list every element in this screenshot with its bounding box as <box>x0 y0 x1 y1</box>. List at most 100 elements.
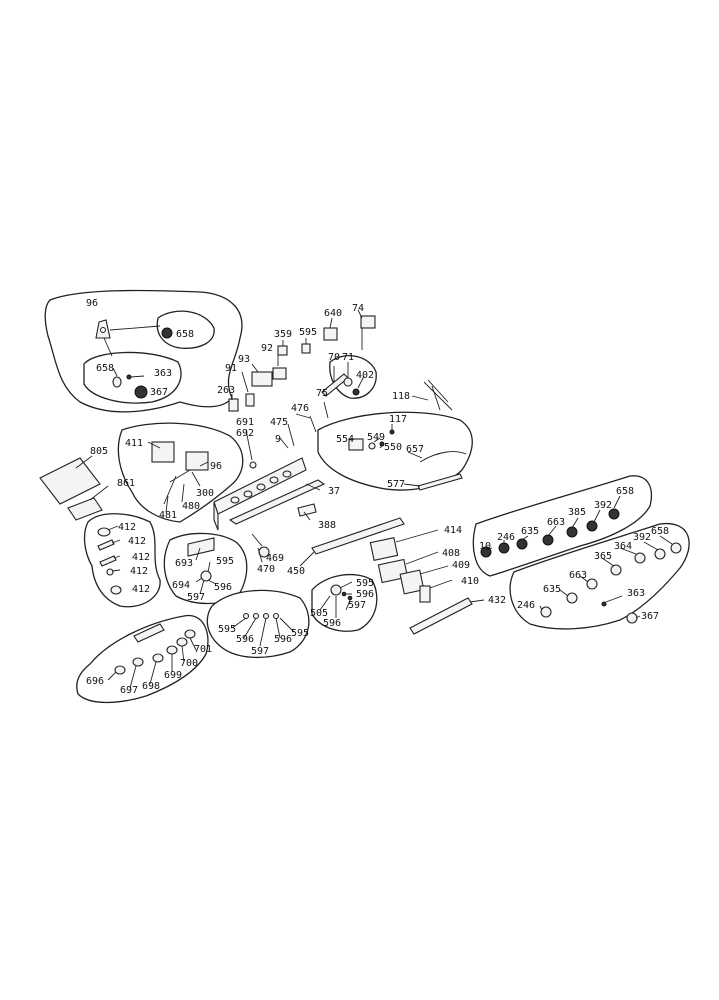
label-692: 692 <box>236 428 254 439</box>
grommet-71 <box>343 377 353 387</box>
label-412-2: 412 <box>128 536 146 547</box>
label-9: 9 <box>275 434 281 445</box>
label-412-5: 412 <box>132 584 150 595</box>
knob-658-d <box>670 542 682 554</box>
label-635-a: 635 <box>521 526 539 537</box>
control-panel-face <box>213 501 219 531</box>
label-410: 410 <box>461 576 479 587</box>
label-700: 700 <box>180 658 198 669</box>
knob-663-b <box>586 578 598 590</box>
plate-414 <box>369 537 399 561</box>
label-412-1 <box>97 527 111 537</box>
trim-strip-37 <box>228 479 326 525</box>
label-596-small: 596 <box>356 589 374 600</box>
label-596-ring-a: 596 <box>236 634 254 645</box>
rod-481 <box>163 475 177 505</box>
label-392-b: 392 <box>633 532 651 543</box>
bracket-91 <box>245 393 255 407</box>
label-469: 469 <box>266 553 284 564</box>
label-414: 414 <box>444 525 462 536</box>
label-246-b: 246 <box>517 600 535 611</box>
label-475: 475 <box>270 417 288 428</box>
knob-658-c <box>608 508 620 520</box>
panel-hole-4 <box>269 476 279 484</box>
strip-shafts <box>133 623 165 643</box>
rod-577 <box>417 473 463 491</box>
wire-118 <box>423 379 453 411</box>
rail-432 <box>409 597 473 635</box>
washer-692 <box>249 461 257 469</box>
label-595-top: 595 <box>299 327 317 338</box>
label-698: 698 <box>142 681 160 692</box>
label-412-4 <box>106 568 114 576</box>
label-367-b: 367 <box>641 611 659 622</box>
group-outline-knobs-row-1 <box>472 475 653 577</box>
shaft-470 <box>251 533 263 547</box>
group-outline-knobs-row-2 <box>509 523 690 630</box>
cover-861 <box>67 497 103 521</box>
label-96-top: 96 <box>86 298 98 309</box>
label-412-2 <box>97 539 115 551</box>
bracket-263 <box>228 398 239 412</box>
shaft-701 <box>184 629 196 639</box>
plate-409 <box>399 569 425 595</box>
lamp-holder-96-hole <box>100 327 106 333</box>
switch-92 <box>272 367 287 380</box>
label-450: 450 <box>287 566 305 577</box>
clip-402 <box>352 388 360 396</box>
label-595-ring-b: 595 <box>291 628 309 639</box>
label-263: 263 <box>217 385 235 396</box>
label-635-b: 635 <box>543 584 561 595</box>
label-93: 93 <box>238 354 250 365</box>
label-595-spring: 595 <box>216 556 234 567</box>
label-577: 577 <box>387 479 405 490</box>
label-359: 359 <box>274 329 292 340</box>
label-10: 10 <box>479 541 491 552</box>
label-411: 411 <box>125 438 143 449</box>
label-74: 74 <box>352 303 364 314</box>
label-596-ring-b: 596 <box>274 634 292 645</box>
label-71: 71 <box>342 352 354 363</box>
label-412-1: 412 <box>118 522 136 533</box>
spring-597-s <box>347 595 353 601</box>
label-657: 657 <box>406 444 424 455</box>
label-697: 697 <box>120 685 138 696</box>
label-658-left: 658 <box>96 363 114 374</box>
label-658-d: 658 <box>651 526 669 537</box>
label-96-timer: 96 <box>210 461 222 472</box>
switch-554 <box>348 438 364 451</box>
label-596-small-b: 596 <box>323 618 341 629</box>
label-596-spring: 596 <box>214 582 232 593</box>
switch-74 <box>360 315 376 329</box>
label-412-3: 412 <box>132 552 150 563</box>
spring-ring-1 <box>242 612 250 620</box>
label-595-small: 595 <box>356 578 374 589</box>
group-outline-shafts <box>76 614 209 704</box>
label-37: 37 <box>328 486 340 497</box>
knob-246-b <box>540 606 552 618</box>
label-554: 554 <box>336 434 354 445</box>
panel-hole-2 <box>243 490 253 498</box>
label-118: 118 <box>392 391 410 402</box>
screw-476 <box>309 415 317 433</box>
label-663-b: 663 <box>569 570 587 581</box>
knob-364 <box>634 552 646 564</box>
spring-595-s <box>330 584 342 596</box>
shaft-696 <box>114 665 126 675</box>
knob-392-b <box>654 548 666 560</box>
label-694: 694 <box>172 580 190 591</box>
knob-385 <box>566 526 578 538</box>
label-549: 549 <box>367 432 385 443</box>
knob-365 <box>610 564 622 576</box>
shaft-698 <box>152 653 164 663</box>
group-outline-labels <box>83 513 161 608</box>
knob-658-top <box>161 327 173 339</box>
knob-246-a <box>498 542 510 554</box>
group-outline-springs-ring <box>206 589 310 659</box>
label-805: 805 <box>90 446 108 457</box>
label-696: 696 <box>86 676 104 687</box>
label-300: 300 <box>196 488 214 499</box>
washer-363-top <box>126 374 132 380</box>
shaft-699 <box>166 645 178 655</box>
label-481: 481 <box>159 510 177 521</box>
